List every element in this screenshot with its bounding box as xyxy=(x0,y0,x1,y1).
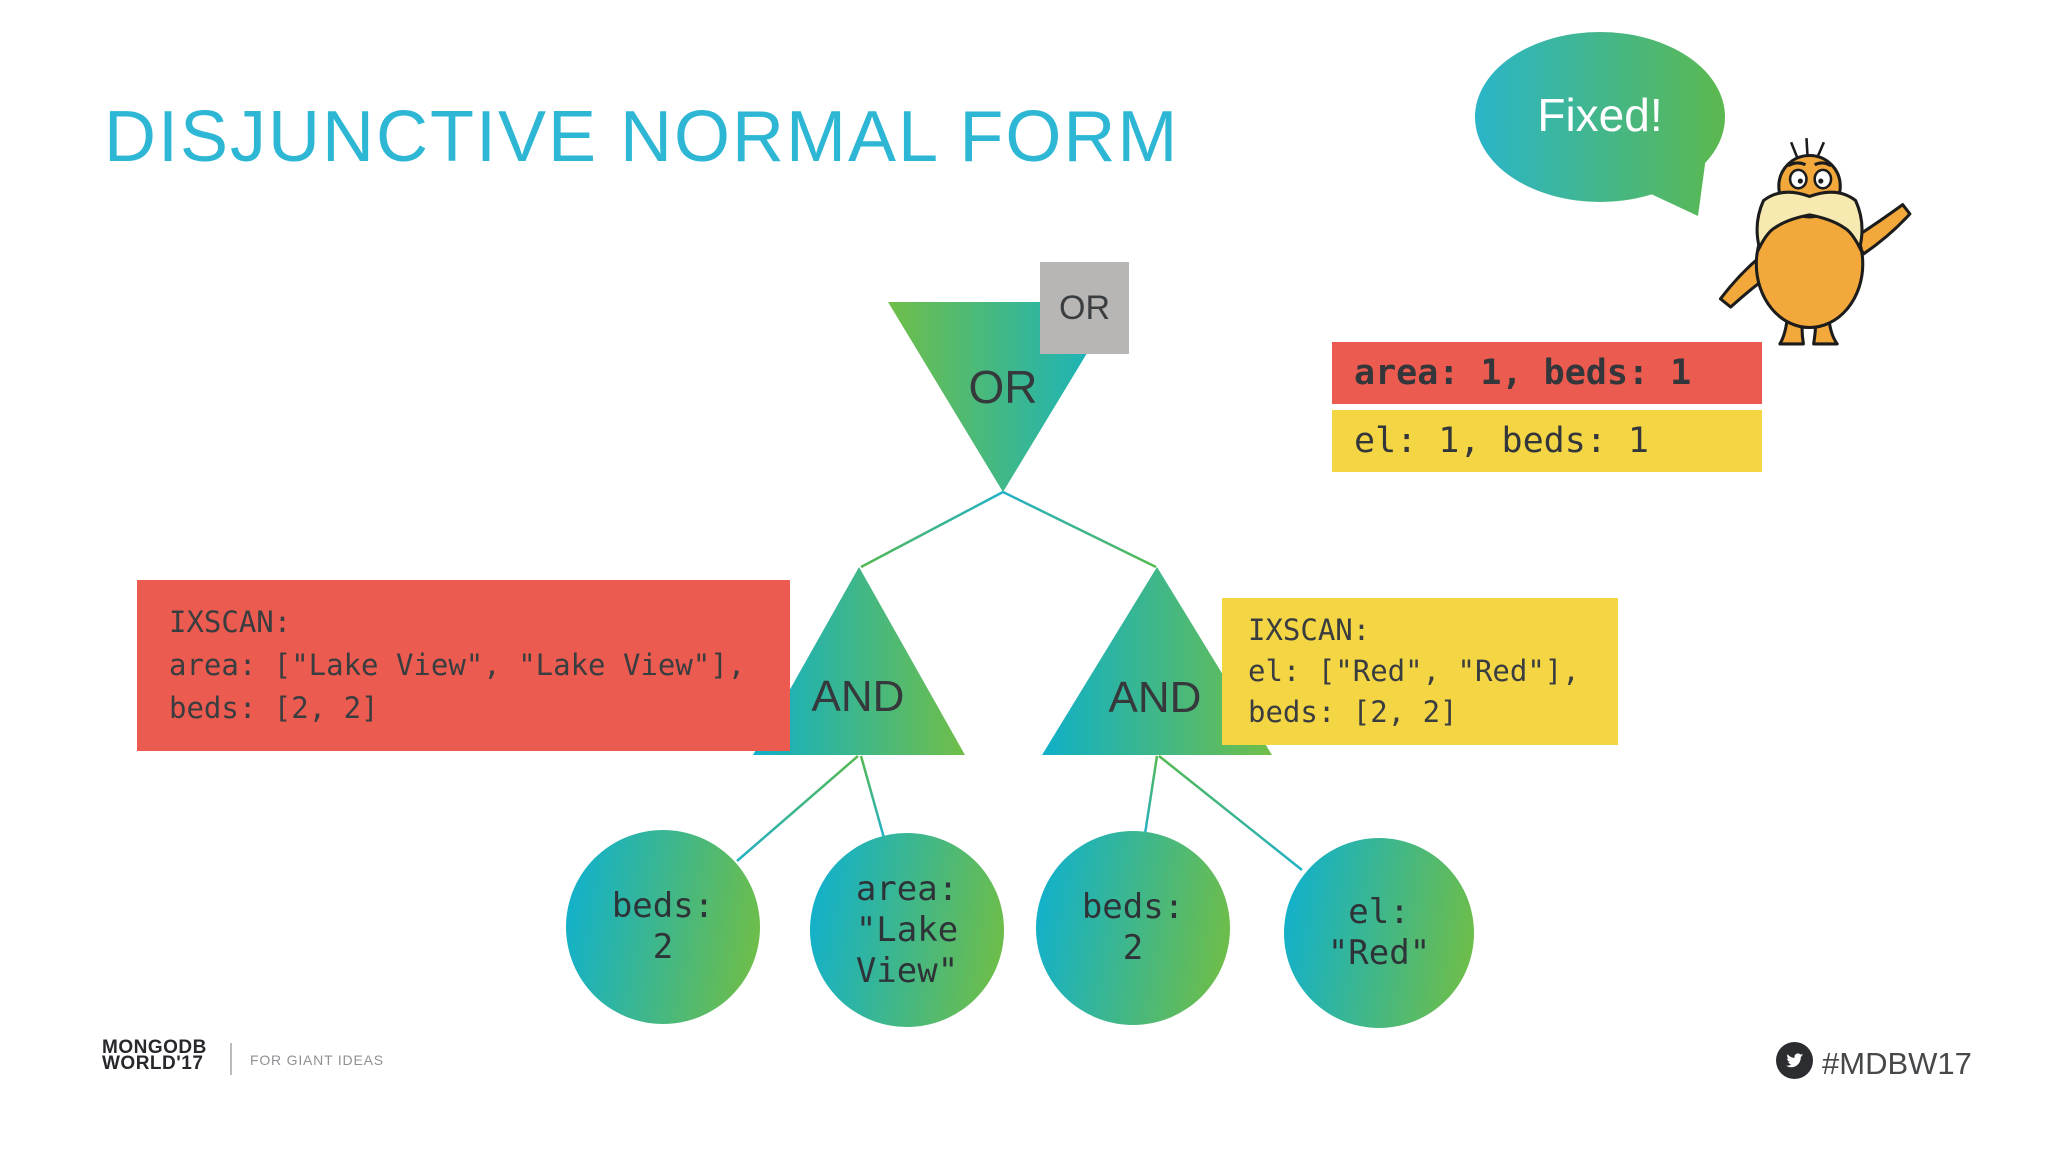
leaf-node-beds-left: beds: 2 xyxy=(566,830,760,1024)
leaf-text-line: 2 xyxy=(652,927,674,967)
code-line: area: ["Lake View", "Lake View"], xyxy=(169,648,746,682)
lorax-illustration xyxy=(1718,138,1912,346)
leaf-text-line: beds: xyxy=(611,886,715,926)
twitter-icon xyxy=(1776,1042,1813,1079)
code-line: beds: [2, 2] xyxy=(1248,695,1458,729)
edge-or-to-and-left xyxy=(860,490,1004,569)
mongodb-world-logo: MONGODB WORLD'17 xyxy=(102,1037,207,1074)
ixscan-yellow-annotation: IXSCAN: el: ["Red", "Red"], beds: [2, 2] xyxy=(1222,598,1618,745)
edge-and-left-to-area xyxy=(859,755,886,839)
lorax-right-eye xyxy=(1813,168,1833,190)
leaf-text-line: "Red" xyxy=(1327,933,1431,973)
brand-line-2: WORLD'17 xyxy=(102,1053,204,1074)
code-line: IXSCAN: xyxy=(169,605,292,639)
or-badge: OR xyxy=(1040,262,1129,354)
edge-and-right-to-beds xyxy=(1143,755,1159,835)
and-left-node-triangle xyxy=(753,567,965,755)
and-right-node-triangle xyxy=(1042,567,1272,755)
code-line: el: ["Red", "Red"], xyxy=(1248,654,1580,688)
lorax-left-pupil xyxy=(1797,178,1803,184)
speech-bubble xyxy=(1475,32,1725,216)
speech-bubble-text: Fixed! xyxy=(1537,89,1663,141)
code-line: IXSCAN: xyxy=(1248,613,1371,647)
lorax-right-pupil xyxy=(1818,178,1824,184)
leaf-node-el: el: "Red" xyxy=(1284,838,1474,1028)
brand-line-1: MONGODB xyxy=(102,1037,207,1058)
lorax-left-eye xyxy=(1788,168,1808,190)
tree-edges xyxy=(736,490,1303,871)
twitter-bird-icon xyxy=(1785,1053,1804,1068)
leaf-text-line: "Lake xyxy=(855,909,959,950)
lorax-brows xyxy=(1787,161,1832,168)
leaf-node-beds-right: beds: 2 xyxy=(1036,831,1230,1025)
footer-divider xyxy=(230,1043,232,1075)
footer-tagline: FOR GIANT IDEAS xyxy=(250,1052,384,1068)
edge-and-right-to-el xyxy=(1158,755,1303,871)
code-line: beds: [2, 2] xyxy=(169,691,379,725)
speech-bubble-body xyxy=(1475,32,1725,202)
edge-and-left-to-beds xyxy=(736,755,859,862)
leaf-text-line: View" xyxy=(855,950,959,991)
and-left-node-label: AND xyxy=(811,672,905,721)
index-yellow-box: el: 1, beds: 1 xyxy=(1332,410,1762,472)
lorax-right-arm xyxy=(1852,203,1912,256)
page-title: DISJUNCTIVE NORMAL FORM xyxy=(104,97,1180,177)
leaf-text-line: area: xyxy=(855,868,959,909)
lorax-hair-tufts xyxy=(1789,138,1826,159)
and-right-node-label: AND xyxy=(1108,673,1202,722)
edge-or-to-and-right xyxy=(1002,490,1157,569)
or-node-label: OR xyxy=(968,361,1038,413)
leaf-text-line: beds: xyxy=(1081,887,1185,927)
event-hashtag: #MDBW17 xyxy=(1822,1046,1972,1081)
leaf-text-line: 2 xyxy=(1122,928,1144,968)
lorax-mustache xyxy=(1755,190,1864,253)
index-red-box: area: 1, beds: 1 xyxy=(1332,342,1762,404)
leaf-node-area: area: "Lake View" xyxy=(810,833,1004,1027)
leaf-text-line: el: xyxy=(1348,892,1410,932)
ixscan-red-annotation: IXSCAN: area: ["Lake View", "Lake View"]… xyxy=(137,580,790,751)
